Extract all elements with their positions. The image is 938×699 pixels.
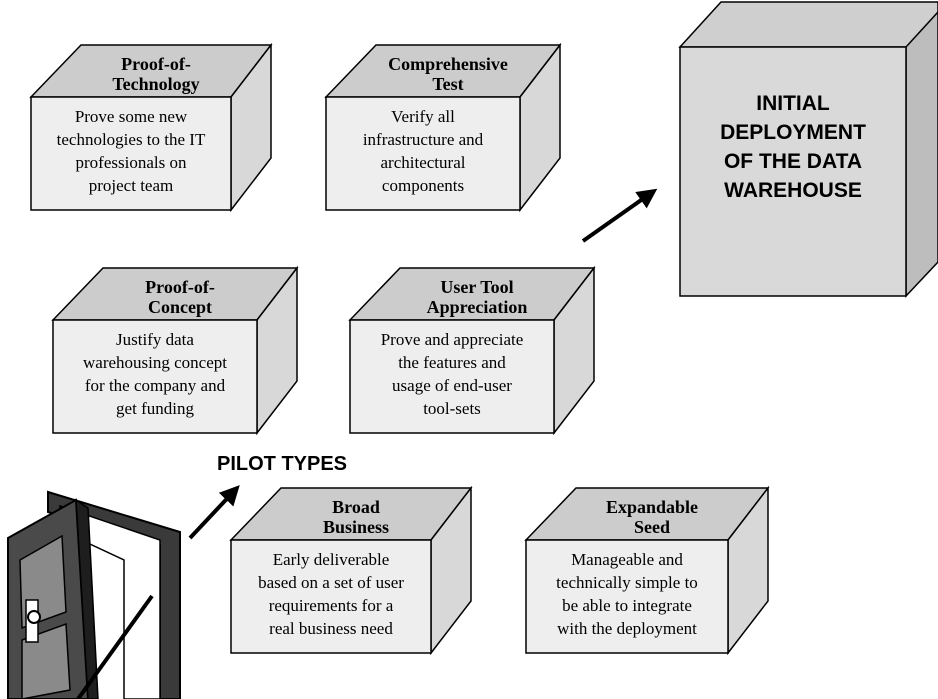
- box-side-face: [905, 10, 938, 298]
- box-front-face: [525, 539, 729, 654]
- pilot-body-line: Justify data: [116, 330, 194, 349]
- box-front-face: [230, 539, 432, 654]
- pilot-body-line: Manageable and: [571, 550, 683, 569]
- destination-line-3: OF THE DATA: [724, 150, 862, 173]
- pilot-types-label: PILOT TYPES: [217, 453, 347, 475]
- pilot-body-line: technically simple to: [556, 573, 698, 592]
- pilot-body-line: based on a set of user: [258, 573, 404, 592]
- pilot-title-line: Business: [323, 517, 389, 537]
- pilot-body-line: project team: [89, 176, 174, 195]
- pilot-body-line: Prove and appreciate: [381, 330, 524, 349]
- initial-deployment-box: INITIAL DEPLOYMENT OF THE DATA WAREHOUSE: [678, 1, 938, 298]
- door-light-beam: [76, 594, 154, 699]
- pilot-title-line: Expandable: [606, 497, 698, 517]
- box-front-face: [30, 96, 232, 211]
- pilot-body-line: for the company and: [85, 376, 226, 395]
- pilot-body-line: architectural: [381, 153, 466, 172]
- box-front-face: [679, 46, 907, 297]
- box-front-face: [325, 96, 521, 211]
- pilot-title-line: User Tool: [440, 277, 513, 297]
- pilot-body-line: warehousing concept: [83, 353, 227, 372]
- destination-line-4: WAREHOUSE: [724, 179, 862, 202]
- arrow-icon: [188, 485, 240, 540]
- box-top-face: [678, 1, 938, 48]
- pilot-body-line: components: [382, 176, 464, 195]
- pilot-body-line: requirements for a: [269, 596, 394, 615]
- pilot-body-line: professionals on: [76, 153, 187, 172]
- pilot-title-line: Test: [432, 74, 463, 94]
- pilot-body-line: infrastructure and: [363, 130, 484, 149]
- pilot-body-line: usage of end-user: [392, 376, 512, 395]
- door-edge: [75, 498, 99, 699]
- pilot-title-line: Concept: [148, 297, 212, 317]
- pilot-title-line: Technology: [112, 74, 199, 94]
- pilot-body-line: Verify all: [391, 107, 455, 126]
- pilot-body-line: get funding: [116, 399, 194, 418]
- arrow-icon: [581, 188, 658, 243]
- pilot-title-line: Comprehensive: [388, 54, 508, 74]
- pilot-title-line: Proof-of-: [121, 54, 191, 74]
- pilot-body-line: Prove some new: [75, 107, 188, 126]
- pilot-body-line: tool-sets: [423, 399, 481, 418]
- pilot-body-line: be able to integrate: [562, 596, 692, 615]
- pilot-title-line: Broad: [332, 497, 380, 517]
- pilot-body-line: real business need: [269, 619, 393, 638]
- pilot-title-line: Proof-of-: [145, 277, 215, 297]
- pilot-body-line: Early deliverable: [273, 550, 390, 569]
- pilot-title-line: Seed: [634, 517, 670, 537]
- destination-line-2: DEPLOYMENT: [720, 121, 866, 144]
- box-front-face: [349, 319, 555, 434]
- pilot-title-line: Appreciation: [427, 297, 528, 317]
- box-front-face: [52, 319, 258, 434]
- destination-line-1: INITIAL: [756, 92, 830, 115]
- pilot-body-line: the features and: [398, 353, 506, 372]
- door-icon: [7, 490, 181, 699]
- pilot-body-line: technologies to the IT: [57, 130, 206, 149]
- door-knob: [27, 610, 41, 624]
- pilot-body-line: with the deployment: [557, 619, 697, 638]
